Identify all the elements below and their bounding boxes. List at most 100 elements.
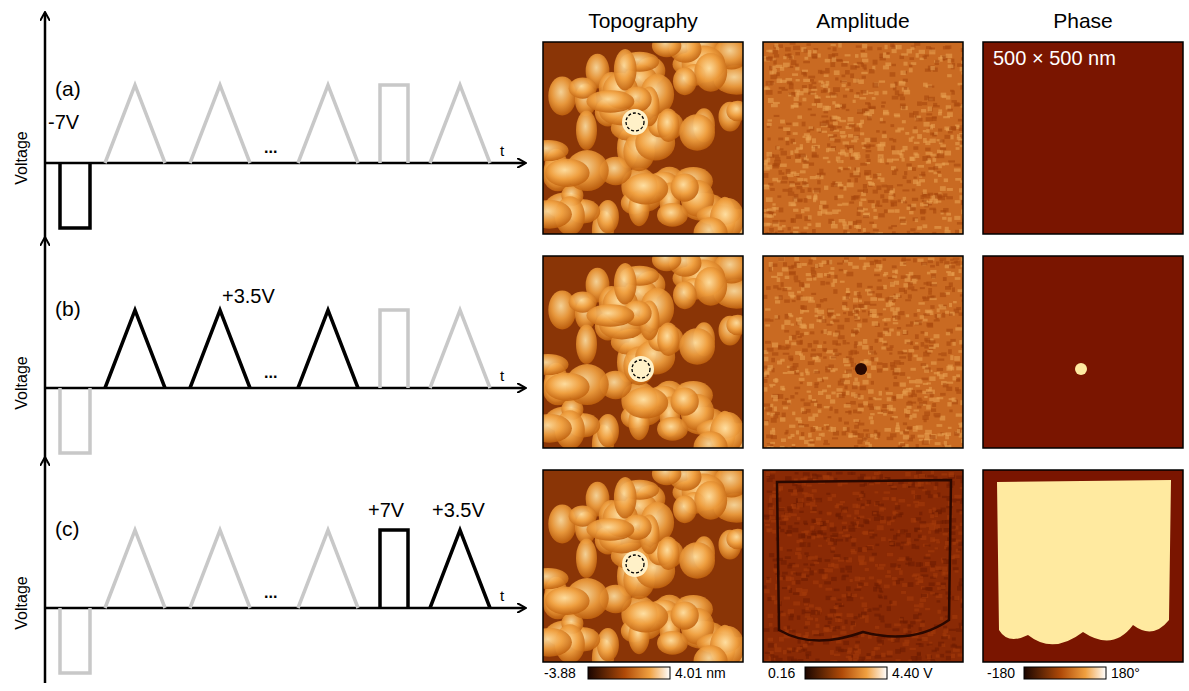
- grain: [726, 101, 743, 122]
- noise: [785, 137, 789, 140]
- noise: [950, 135, 953, 139]
- noise: [767, 158, 771, 163]
- noise: [934, 334, 940, 338]
- noise: [764, 421, 768, 426]
- noise: [867, 286, 872, 288]
- noise: [830, 399, 835, 403]
- noise: [943, 208, 949, 212]
- noise: [857, 440, 862, 445]
- noise: [848, 351, 852, 356]
- noise: [766, 165, 772, 170]
- noise: [906, 388, 911, 392]
- noise: [873, 190, 878, 194]
- noise: [955, 178, 961, 181]
- time-axis: [45, 162, 525, 165]
- noise: [808, 76, 815, 79]
- noise: [840, 149, 845, 153]
- noise: [938, 128, 942, 131]
- noise: [900, 382, 906, 386]
- noise: [789, 336, 792, 341]
- noise: [789, 271, 796, 275]
- noise: [928, 97, 935, 101]
- noise: [894, 368, 900, 373]
- noise: [830, 138, 835, 141]
- noise: [853, 410, 857, 414]
- noise: [921, 262, 927, 265]
- noise: [786, 169, 791, 174]
- noise: [832, 437, 838, 439]
- noise: [808, 50, 812, 53]
- noise: [892, 49, 897, 53]
- noise: [892, 265, 897, 268]
- noise: [920, 315, 924, 319]
- noise: [829, 407, 832, 411]
- noise: [890, 282, 895, 287]
- noise: [885, 62, 891, 66]
- noise: [887, 159, 893, 163]
- noise: [767, 412, 770, 415]
- noise: [843, 427, 847, 431]
- noise: [824, 186, 828, 190]
- noise: [927, 323, 933, 328]
- noise: [795, 89, 800, 92]
- noise: [887, 348, 893, 351]
- noise: [790, 183, 795, 186]
- noise: [827, 161, 830, 163]
- noise: [777, 146, 780, 149]
- noise: [794, 367, 797, 370]
- noise: [786, 141, 790, 145]
- noise: [902, 257, 906, 261]
- grain: [652, 256, 681, 271]
- noise: [909, 65, 912, 67]
- noise: [883, 258, 886, 261]
- noise: [895, 309, 899, 312]
- noise: [861, 90, 867, 94]
- noise: [842, 305, 846, 310]
- noise: [772, 220, 778, 224]
- noise: [843, 260, 848, 262]
- noise: [783, 353, 790, 355]
- noise: [823, 84, 828, 88]
- grain: [545, 373, 590, 401]
- noise: [916, 390, 922, 393]
- noise: [796, 214, 803, 219]
- noise: [812, 275, 816, 277]
- noise: [937, 150, 941, 154]
- noise: [874, 433, 877, 436]
- noise: [934, 413, 941, 416]
- scan-image: [543, 42, 743, 234]
- noise: [808, 188, 812, 192]
- panel-frame: [543, 256, 743, 448]
- grain: [543, 354, 569, 375]
- noise: [796, 331, 800, 335]
- noise: [799, 282, 804, 287]
- noise: [843, 186, 846, 191]
- noise: [915, 218, 918, 222]
- noise: [870, 304, 877, 306]
- noise: [770, 81, 774, 85]
- noise: [901, 106, 908, 110]
- noise: [910, 228, 915, 231]
- noise: [770, 442, 775, 444]
- noise: [795, 351, 801, 355]
- scan-image: [763, 42, 963, 234]
- noise: [862, 310, 866, 312]
- noise: [803, 79, 810, 82]
- noise: [798, 420, 802, 423]
- noise: [902, 189, 909, 191]
- triangle-pulse: [298, 85, 358, 163]
- noise: [863, 429, 869, 431]
- noise: [795, 67, 799, 71]
- noise: [889, 138, 893, 141]
- noise: [828, 313, 832, 317]
- noise: [788, 227, 791, 231]
- noise: [926, 405, 931, 410]
- panel-frame: [763, 42, 963, 234]
- noise: [846, 369, 852, 373]
- noise: [835, 105, 841, 108]
- noise: [869, 397, 874, 400]
- noise: [862, 345, 868, 349]
- noise: [957, 222, 963, 225]
- noise: [817, 211, 822, 216]
- noise: [878, 205, 883, 207]
